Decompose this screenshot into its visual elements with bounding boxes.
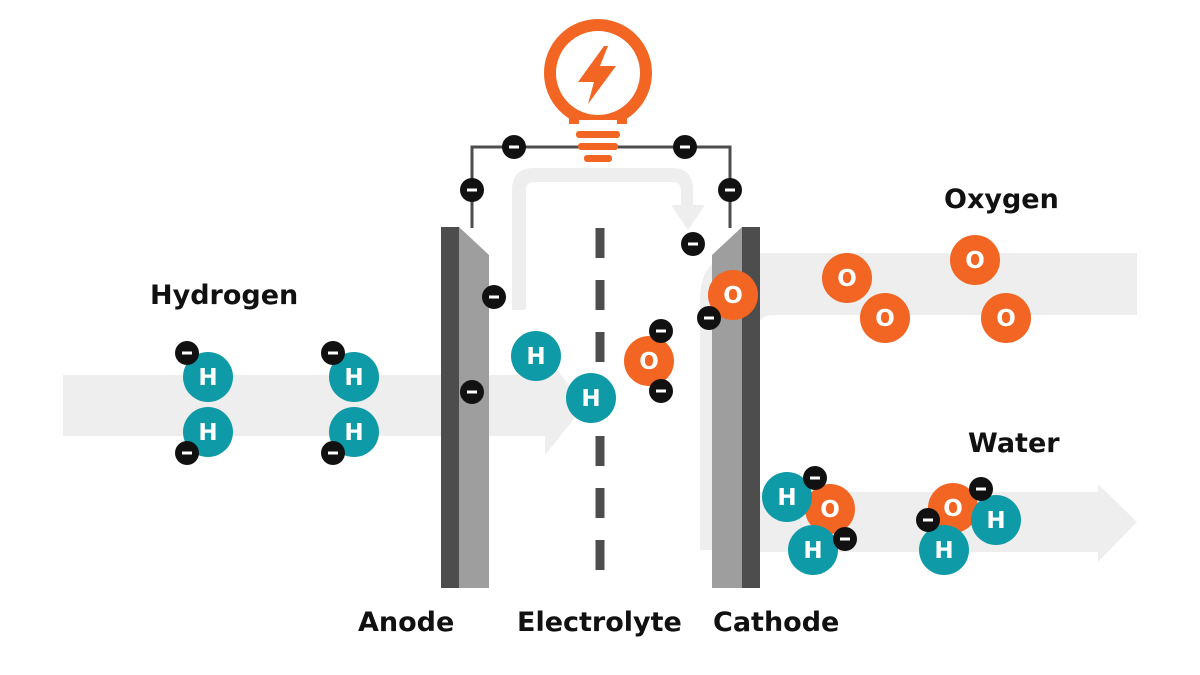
hydrogen-atom: H [788, 525, 838, 575]
lightbulb-icon [544, 19, 652, 162]
hydrogen-atom: H [183, 352, 233, 402]
oxygen-atom: O [708, 270, 758, 320]
oxygen-atom: O [860, 293, 910, 343]
cathode-label: Cathode [713, 607, 839, 638]
electron [460, 380, 484, 404]
hydrogen-symbol: H [198, 365, 217, 391]
hydrogen-atom: H [183, 407, 233, 457]
hydrogen-symbol: H [581, 386, 600, 412]
electron [321, 341, 345, 365]
oxygen-atom: O [928, 483, 978, 533]
oxygen-symbol: O [837, 266, 857, 292]
electron [969, 477, 993, 501]
electron [649, 319, 673, 343]
lightning-bolt-icon [578, 46, 616, 104]
hydrogen-symbol: H [986, 508, 1005, 534]
hydrogen-atom: H [762, 472, 812, 522]
hydrogen-label: Hydrogen [150, 280, 298, 311]
electron [697, 306, 721, 330]
electron [833, 527, 857, 551]
oxygen-atom: O [981, 293, 1031, 343]
oxygen-atom: O [805, 484, 855, 534]
oxygen-symbol: O [723, 283, 743, 309]
oxygen-atom: O [624, 336, 674, 386]
oxygen-symbol: O [996, 306, 1016, 332]
oxygen-symbol: O [965, 248, 985, 274]
hydrogen-atom: H [329, 407, 379, 457]
oxygen-label: Oxygen [944, 184, 1059, 215]
oxygen-symbol: O [943, 496, 963, 522]
hydrogen-symbol: H [526, 344, 545, 370]
electron [175, 341, 199, 365]
electron [673, 135, 697, 159]
hydrogen-atom: H [511, 331, 561, 381]
electron [321, 441, 345, 465]
hydrogen-symbol: H [777, 485, 796, 511]
electron [916, 508, 940, 532]
hydrogen-symbol: H [344, 420, 363, 446]
oxygen-symbol: O [875, 306, 895, 332]
electron [718, 178, 742, 202]
electrolyte-label: Electrolyte [517, 607, 682, 638]
oxygen-atom: O [822, 253, 872, 303]
anode-electrode [441, 227, 489, 588]
electron [482, 285, 506, 309]
hydrogen-atom: H [919, 525, 969, 575]
oxygen-symbol: O [639, 349, 659, 375]
electron-path-arrow [512, 168, 705, 310]
electron [803, 466, 827, 490]
water-label: Water [968, 428, 1060, 459]
oxygen-atom: O [950, 235, 1000, 285]
hydrogen-symbol: H [344, 365, 363, 391]
electron [175, 441, 199, 465]
anode-label: Anode [358, 607, 454, 638]
electron [460, 178, 484, 202]
electron [502, 135, 526, 159]
electron [649, 379, 673, 403]
hydrogen-symbol: H [803, 538, 822, 564]
hydrogen-symbol: H [934, 538, 953, 564]
oxygen-symbol: O [820, 497, 840, 523]
hydrogen-symbol: H [198, 420, 217, 446]
hydrogen-atom: H [329, 352, 379, 402]
hydrogen-atom: H [566, 373, 616, 423]
hydrogen-flow-arrow [63, 355, 585, 455]
hydrogen-atom: H [971, 495, 1021, 545]
electron [681, 232, 705, 256]
